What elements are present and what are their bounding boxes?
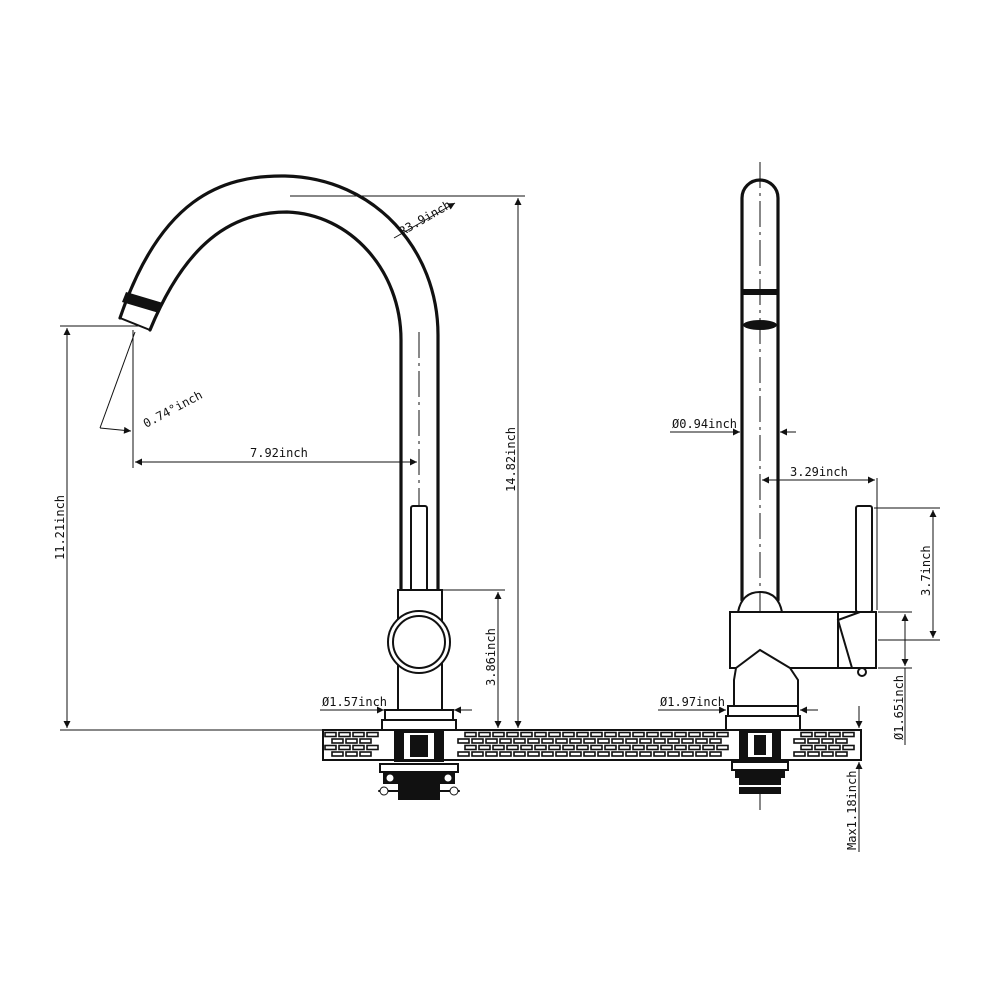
body-lower-saddle [733,648,799,707]
spout-reach-label: 7.92inch [250,446,308,460]
deck-icon [324,731,855,757]
side-aerator-band [742,289,778,295]
handle-height-label: 3.7inch [919,545,933,596]
spout-aerator-band [122,292,163,313]
base-flange-side [727,705,799,717]
handle-hub [387,610,451,674]
mount-icon [731,730,789,794]
base-plate-side [725,715,801,731]
body-neck [737,591,783,613]
side-spout-pipe [740,178,780,602]
body-height-label: 3.86inch [484,628,498,686]
side-aerator-outlet [743,320,777,330]
base-plate-front [381,719,457,731]
base-diameter-front-label: Ø1.57inch [322,695,387,709]
base-flange-front [384,709,454,721]
front-dimensions: R3.9inch 14.82inch 3.86inch 11.21inch 7.… [53,195,525,731]
handle-hub-inner [392,615,446,669]
handle-lever-side [855,505,873,613]
spout-outer-curve [118,174,440,592]
front-view [118,174,460,800]
mount-hole-label: Ø1.65inch [892,675,906,740]
base-diameter-side-label: Ø1.97inch [660,695,725,709]
spout-tip [119,317,151,331]
handle-set-screw [857,667,867,677]
spout-angle-label: 0.74°inch [141,388,205,431]
mount-icon [378,730,460,800]
handle-reach-label: 3.29inch [790,465,848,479]
total-height-label: 14.82inch [504,427,518,492]
spout-diameter-label: Ø0.94inch [672,417,737,431]
spout-height-label: 11.21inch [53,495,67,560]
side-view [725,162,877,810]
side-dimensions: Ø0.94inch 3.29inch 3.7inch Ø1.65inch Ø1.… [658,417,940,852]
deck-thickness-label: Max1.18inch [845,771,859,850]
spout-inner-curve [148,210,403,592]
spout-radius-label: R3.9inch [397,198,454,239]
